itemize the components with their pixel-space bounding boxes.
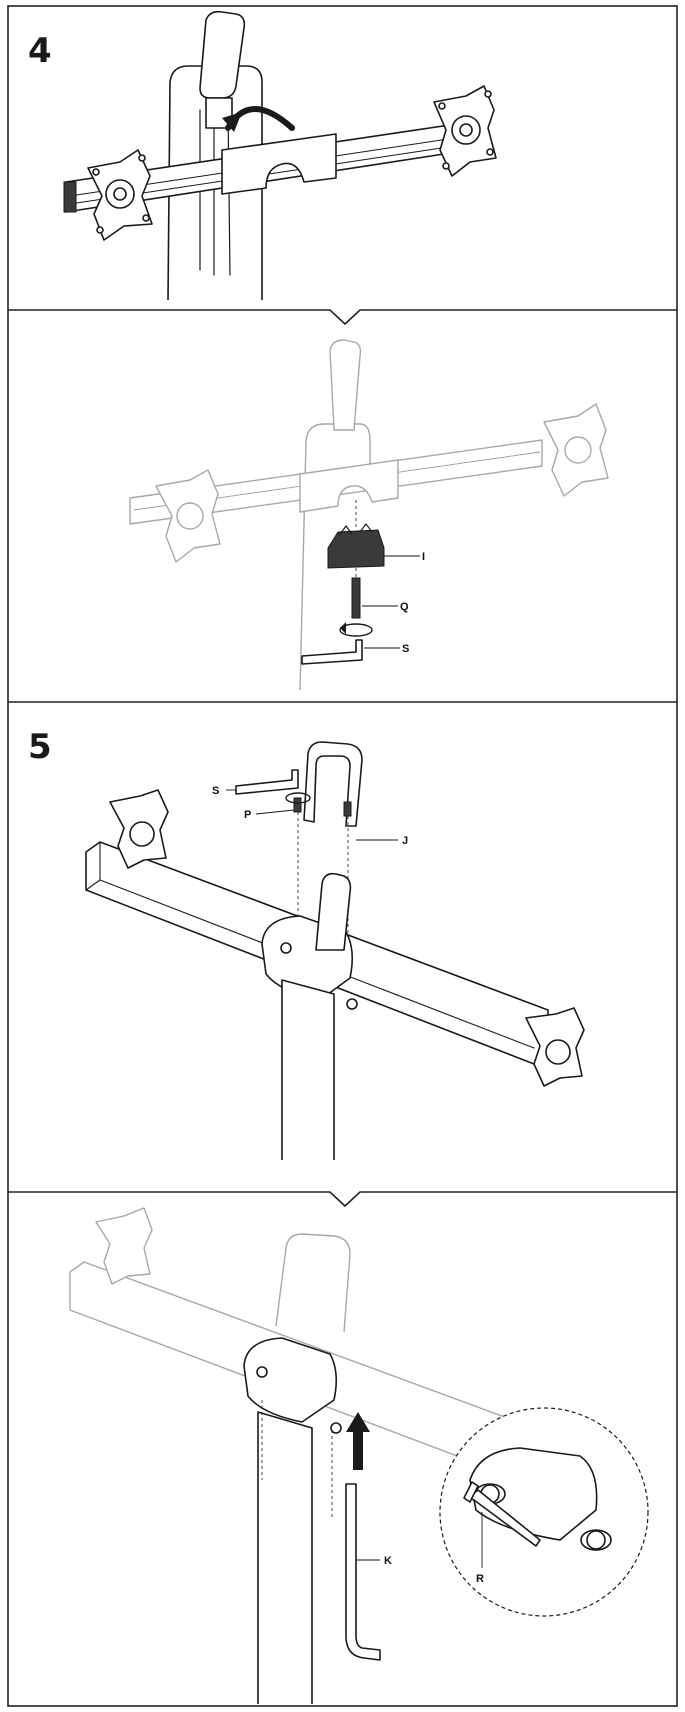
panel-step4-main: 4 <box>28 10 497 301</box>
center-clamp-faint <box>299 459 399 513</box>
callout-k: K <box>384 1555 392 1567</box>
leader-p <box>255 809 295 815</box>
top-handle-faint <box>329 339 362 431</box>
hub-bolt-left <box>280 942 292 954</box>
step-number-4: 4 <box>28 31 52 71</box>
divider-step5-detail <box>8 1191 677 1208</box>
part-i-block <box>327 529 385 569</box>
step-number-5: 5 <box>28 727 52 767</box>
rotation-arrow-head <box>222 112 242 132</box>
callout-r: R <box>476 1573 484 1585</box>
part-s-allen-key <box>301 639 363 665</box>
handle-screw-right <box>343 801 352 817</box>
panel-frames <box>7 5 678 1707</box>
insert-arrow-up <box>346 1412 370 1470</box>
page-border <box>7 5 678 1707</box>
column-stub <box>315 872 352 951</box>
callout-p: P <box>244 809 251 821</box>
pole-detail <box>257 1411 313 1704</box>
part-k-rod <box>345 1483 381 1661</box>
rotation-arrow-p <box>285 792 311 804</box>
part-r-allen-key <box>467 1489 541 1547</box>
callout-j: J <box>402 835 408 847</box>
panel-step4-detail: I Q S <box>129 339 609 691</box>
callout-s-top: S <box>402 643 409 655</box>
rotation-arrow-q <box>339 623 373 637</box>
panel-step5-detail: K R <box>69 1207 649 1704</box>
hub-bolt-right <box>346 998 358 1010</box>
part-s-allen-key-step5 <box>235 769 299 795</box>
center-hub-detail <box>243 1337 338 1423</box>
pole-step5 <box>281 979 335 1160</box>
handle-screw-left <box>293 797 302 813</box>
handle-detail-faint <box>275 1233 351 1333</box>
part-j-handle <box>303 741 363 827</box>
inset-rotation-right <box>580 1529 612 1551</box>
callout-i: I <box>422 551 425 563</box>
panel-step5-main: 5 S P J <box>28 727 585 1160</box>
divider-step4-detail <box>8 309 677 326</box>
center-clamp <box>221 133 337 195</box>
vesa-plate-left-detail-faint <box>95 1207 153 1285</box>
vesa-plate-right <box>433 85 497 177</box>
rail-end-cap-left <box>63 181 77 213</box>
vesa-plate-left <box>87 149 153 241</box>
callout-q: Q <box>400 601 409 613</box>
part-q-screw <box>351 577 361 619</box>
callout-s-mid: S <box>212 785 219 797</box>
inset-bolt-right <box>586 1530 606 1550</box>
